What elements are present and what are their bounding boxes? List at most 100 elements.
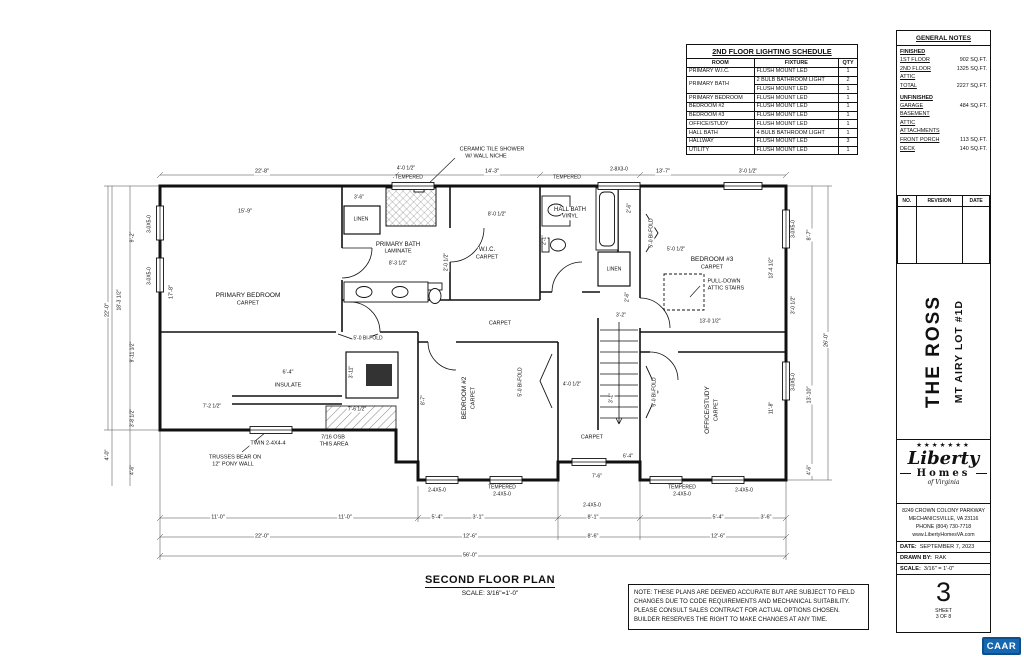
notes-label: ATTIC: [900, 119, 916, 126]
schedule-fixture-cell: FLUSH MOUNT LED: [753, 101, 840, 112]
notes-row: DECK 140 SQ.FT.: [900, 145, 987, 154]
notes-label: ATTACHMENTS: [900, 128, 940, 135]
sheet-title-area: THE ROSS MT AIRY LOT #1D: [897, 264, 990, 440]
plan-title: SECOND FLOOR PLAN: [424, 574, 556, 588]
date-value: SEPTEMBER 7, 2023: [919, 544, 975, 550]
stars-icon: ★★★★★★★: [916, 442, 971, 449]
revision-empty-row: [897, 206, 990, 263]
drawn-by-row: DRAWN BY: RAK: [897, 553, 990, 564]
notes-value: 2227 SQ.FT.: [956, 82, 987, 89]
schedule-fixture-cell: FLUSH MOUNT LED: [753, 84, 840, 94]
stairs: [600, 322, 638, 425]
schedule-fixture-cell: FLUSH MOUNT LED: [753, 66, 840, 77]
chase-block: [366, 364, 392, 386]
caar-logo: CAAR: [982, 637, 1021, 655]
revision-header-cell: NO.: [897, 196, 917, 207]
plan-lot: MT AIRY LOT #1D: [952, 299, 965, 404]
schedule-room-cell: PRIMARY W.I.C.: [686, 66, 755, 77]
schedule-qty-cell: 3: [838, 136, 858, 147]
notes-value: 113 SQ.FT.: [960, 137, 987, 144]
attic-stairs-outline: [663, 273, 705, 311]
finished-heading: FINISHED: [900, 49, 926, 55]
revision-header-cell: DATE: [962, 196, 990, 207]
leader-lines: [241, 157, 701, 453]
notes-value: 484 SQ.FT.: [959, 102, 987, 109]
notes-value: 140 SQ.FT.: [959, 145, 987, 152]
schedule-header-cell: ROOM: [686, 58, 755, 68]
dimension-lines: [104, 171, 832, 560]
logo-sub: Homes: [897, 468, 990, 479]
notes-row: GARAGE 484 SQ.FT.: [900, 102, 987, 111]
schedule-header-cell: FIXTURE: [753, 58, 840, 68]
schedule-qty-cell: 2: [838, 75, 858, 86]
schedule-fixture-cell: FLUSH MOUNT LED: [753, 145, 840, 156]
osb-area: [325, 405, 397, 431]
general-notes-title: GENERAL NOTES: [897, 31, 990, 46]
bath-fixtures: [343, 187, 619, 304]
schedule-fixture-cell: 2 BULB BATHROOM LIGHT: [753, 75, 840, 86]
schedule-fixture-cell: FLUSH MOUNT LED: [753, 136, 840, 147]
schedule-qty-cell: 1: [838, 128, 858, 138]
notes-label: GARAGE: [900, 102, 924, 109]
schedule-fixture-cell: FLUSH MOUNT LED: [753, 119, 840, 129]
schedule-room-cell: OFFICE/STUDY: [686, 119, 755, 129]
schedule-qty-cell: 1: [838, 66, 858, 77]
schedule-room-cell: BEDROOM #3: [686, 110, 755, 121]
schedule-qty-cell: 1: [838, 101, 858, 112]
logo-name: Liberty: [907, 447, 980, 469]
interior-walls: [160, 186, 786, 462]
notes-row: FRONT PORCH 113 SQ.FT.: [900, 136, 987, 145]
notes-row: BASEMENT: [900, 110, 987, 119]
scale-value: 3/16" = 1'-0": [923, 566, 955, 572]
lighting-schedule-title: 2ND FLOOR LIGHTING SCHEDULE: [686, 44, 858, 58]
scale-row: SCALE: 3/16" = 1'-0": [897, 564, 990, 575]
address-line: www.LibertyHomesVA.com: [912, 532, 975, 539]
logo-sub2: of Virginia: [927, 479, 960, 487]
schedule-fixture-cell: 4 BULB BATHROOM LIGHT: [753, 128, 840, 138]
plan-scale: SCALE: 3/16"=1'-0": [461, 590, 519, 597]
unfinished-heading: UNFINISHED: [900, 94, 933, 101]
sheet-label: SHEET: [935, 607, 952, 614]
notes-label: BASEMENT: [900, 111, 930, 118]
revision-header-cell: REVISION: [915, 196, 964, 207]
schedule-qty-cell: 1: [838, 84, 858, 94]
disclaimer-line: PLEASE CONSULT SALES CONTRACT FOR ACTUAL…: [634, 608, 840, 614]
schedule-qty-cell: 1: [838, 93, 858, 103]
plan-caption: SECOND FLOOR PLAN SCALE: 3/16"=1'-0": [380, 570, 600, 597]
sheet-of: 3 OF 8: [935, 613, 952, 620]
drawn-by-value: RAK: [934, 555, 947, 561]
drawn-by-label: DRAWN BY:: [900, 555, 932, 561]
date-row: DATE: SEPTEMBER 7, 2023: [897, 542, 990, 553]
notes-label: DECK: [900, 145, 915, 152]
company-logo: ★★★★★★★ Liberty Homes of Virginia: [897, 440, 990, 504]
notes-value: 1325 SQ.FT.: [956, 65, 987, 72]
address-line: 8249 CROWN COLONY PARKWAY: [902, 508, 985, 514]
schedule-qty-cell: 1: [838, 119, 858, 129]
exterior-walls: [158, 184, 788, 482]
schedule-qty-cell: 1: [838, 110, 858, 121]
notes-label: FRONT PORCH: [900, 137, 940, 144]
door-swings: [341, 227, 679, 381]
schedule-room-cell: HALLWAY: [686, 136, 755, 147]
schedule-room-cell: PRIMARY BATH: [686, 75, 755, 94]
sheet-number: 3: [935, 577, 952, 607]
schedule-fixture-cell: FLUSH MOUNT LED: [753, 110, 840, 121]
schedule-room-cell: HALL BATH: [686, 128, 755, 138]
